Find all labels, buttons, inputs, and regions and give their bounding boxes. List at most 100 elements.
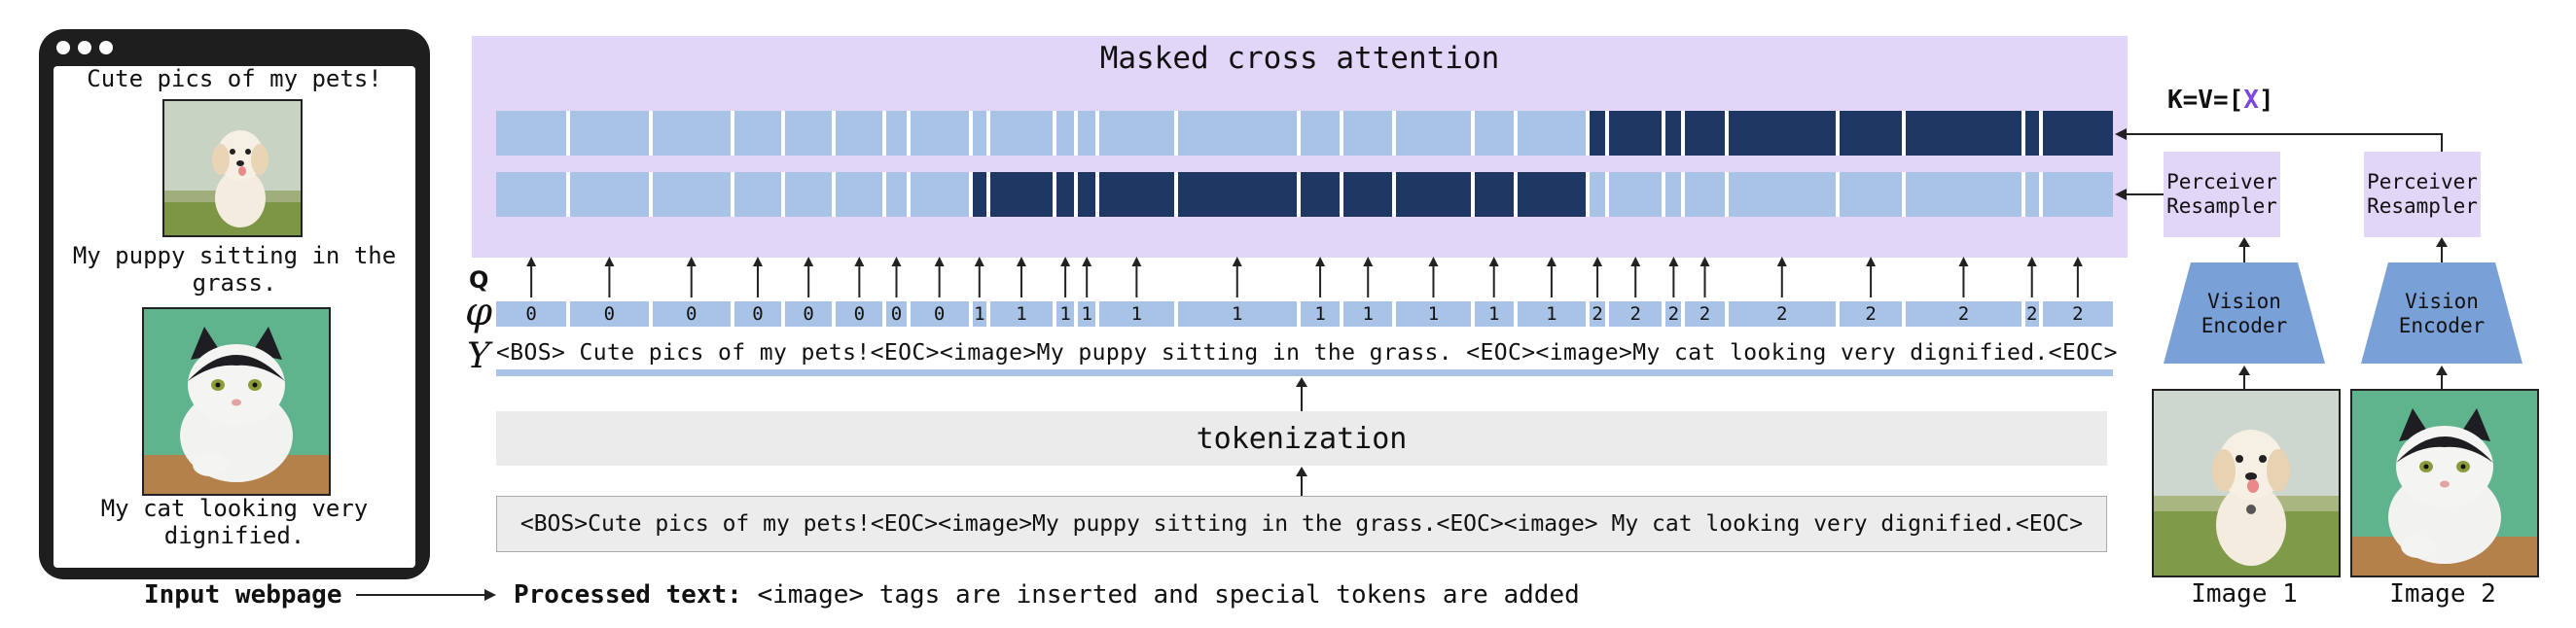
vision-2-line1: Vision	[2405, 290, 2479, 313]
mask-row1-cell	[652, 111, 731, 156]
mask-row2-cell	[496, 172, 567, 217]
phi-value-cell: 1	[1177, 301, 1297, 327]
mask-row2-cell	[1078, 172, 1096, 217]
processed-text-caption: Processed text: <image> tags are inserte…	[514, 579, 1580, 611]
phi-value-cell: 0	[785, 301, 833, 327]
kv-prefix: K=V=[	[2167, 86, 2244, 115]
vision-1-line1: Vision	[2207, 290, 2281, 313]
attention-title: Masked cross attention	[1099, 41, 1500, 76]
query-arrow-head	[1131, 257, 1142, 266]
token-underline-bar	[496, 369, 2113, 376]
mask-row1-cell	[2024, 111, 2039, 156]
phi-value-cell: 0	[652, 301, 731, 327]
mask-row2-cell	[1177, 172, 1297, 217]
mask-row1-cell	[989, 111, 1054, 156]
y-label: Y	[467, 336, 490, 376]
query-arrow-head	[604, 257, 615, 266]
phi-value-cell: 1	[989, 301, 1054, 327]
mask-row2-cell	[836, 172, 883, 217]
mask-row1-cell	[1343, 111, 1393, 156]
q-label: Q	[469, 266, 489, 294]
puppy-photo	[162, 99, 303, 237]
query-arrow-head	[974, 257, 984, 266]
mask-row2-cell	[1839, 172, 1903, 217]
query-arrow-head	[686, 257, 697, 266]
query-arrow-head	[1668, 257, 1679, 266]
mask-row2-cell	[1396, 172, 1471, 217]
mask-row1-cell	[1665, 111, 1682, 156]
phi-value-cell: 1	[1343, 301, 1393, 327]
mask-row1-cell	[1099, 111, 1174, 156]
phi-value-cell: 2	[1685, 301, 1725, 327]
webpage-caption-puppy-line1: My puppy sitting in the	[72, 242, 397, 269]
mask-row1-cell	[1685, 111, 1725, 156]
query-arrow-head	[2026, 257, 2037, 266]
mask-row2-cell	[886, 172, 907, 217]
phi-value-cell: 1	[1056, 301, 1075, 327]
input-webpage-label: Input webpage	[144, 580, 342, 610]
mask-row2-cell	[989, 172, 1054, 217]
vision-2-line2: Encoder	[2398, 314, 2486, 337]
phi-value-cell: 2	[1906, 301, 2021, 327]
perceiver-1-line1: Perceiver	[2166, 170, 2277, 193]
cat-photo	[142, 307, 331, 496]
kv-suffix: ]	[2258, 86, 2274, 115]
tokenization-up-arrow	[1296, 377, 1307, 412]
kv-x: X	[2243, 86, 2259, 115]
query-arrow-head	[1060, 257, 1071, 266]
mask-row2-cell	[1906, 172, 2021, 217]
query-arrow-head	[1958, 257, 1969, 266]
mask-row1-cell	[1609, 111, 1663, 156]
phi-value-cell: 1	[1300, 301, 1341, 327]
phi-value-cell: 0	[733, 301, 782, 327]
mask-row1-cell	[1839, 111, 1903, 156]
phi-value-cell: 2	[1609, 301, 1663, 327]
query-arrow-head	[934, 257, 945, 266]
processed-caption-rest: <image> tags are inserted and special to…	[741, 580, 1580, 610]
phi-value-cell: 2	[2042, 301, 2113, 327]
query-arrow-head	[526, 257, 537, 266]
phi-value-cell: 0	[570, 301, 649, 327]
mask-row1-cell	[886, 111, 907, 156]
mask-row2-cell	[1590, 172, 1606, 217]
mask-row1-cell	[1056, 111, 1075, 156]
window-dot	[99, 41, 113, 54]
phi-value-cell: 2	[1839, 301, 1903, 327]
mask-row2-cell	[1343, 172, 1393, 217]
mask-row2-cell	[1728, 172, 1836, 217]
mask-row2-cell	[1685, 172, 1725, 217]
mask-row1-cell	[1474, 111, 1514, 156]
vision-encoder-2: Vision Encoder	[2359, 262, 2524, 366]
query-arrow-head	[1363, 257, 1374, 266]
mask-row2-cell	[1056, 172, 1075, 217]
mask-row1-cell	[1177, 111, 1297, 156]
mask-row1-cell	[570, 111, 649, 156]
phi-value-cell: 0	[886, 301, 907, 327]
mask-row1-cell	[972, 111, 986, 156]
mask-row2-cell	[1517, 172, 1587, 217]
webpage-caption-pets: Cute pics of my pets!	[87, 65, 382, 92]
vision-encoder-2-shape	[2361, 262, 2522, 364]
mask-row1-cell	[1906, 111, 2021, 156]
attention-mask-row-image-2	[496, 111, 2113, 156]
processed-text-box: <BOS>Cute pics of my pets!<EOC><image>My…	[496, 496, 2107, 552]
mask-row2-cell	[2042, 172, 2113, 217]
query-arrow-head	[1488, 257, 1499, 266]
query-arrow-head	[891, 257, 902, 266]
processed-caption-bold: Processed text:	[514, 580, 742, 610]
mask-row1-cell	[1396, 111, 1471, 156]
attention-mask-row-image-1	[496, 172, 2113, 217]
mask-row2-cell	[1609, 172, 1663, 217]
input-to-processed-arrow	[356, 589, 496, 601]
phi-label: φ	[465, 290, 493, 334]
mask-row2-cell	[1474, 172, 1514, 217]
perceiver-resampler-2: Perceiver Resampler	[2364, 152, 2481, 237]
query-arrow-head	[854, 257, 865, 266]
perceiver-2-line2: Resampler	[2367, 194, 2478, 218]
phi-value-cell: 0	[836, 301, 883, 327]
phi-value-cell: 2	[1728, 301, 1836, 327]
query-arrow-head	[1315, 257, 1326, 266]
webpage-caption-cat-line2: dignified.	[163, 522, 305, 549]
query-arrow-head	[1082, 257, 1092, 266]
